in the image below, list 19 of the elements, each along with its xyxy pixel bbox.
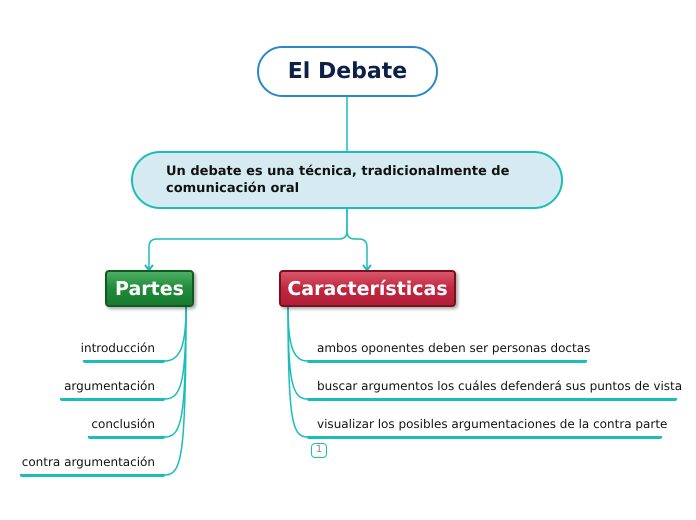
callout-number: 1 (311, 443, 327, 458)
central-topic (257, 46, 438, 97)
connector-line (287, 307, 308, 438)
topic-text: ambos oponentes deben ser personas doctas (317, 341, 590, 355)
topic-text: argumentación (64, 379, 155, 393)
topic-text: El Debate (288, 59, 408, 84)
topic-text: Características (287, 278, 448, 300)
topic-text: conclusión (91, 417, 155, 431)
topic-text: buscar argumentos los cuáles defenderá sus puntos de vista (317, 379, 682, 393)
arrow (346, 209, 372, 271)
connector-line (164, 307, 187, 476)
topic-text: Un debate es una técnica, tradicionalmente de comunicación oral (166, 163, 510, 197)
topic-text: visualizar los posibles argumentaciones de la contra parte (317, 417, 668, 431)
connector-line (346, 97, 348, 151)
branch-topic (279, 270, 456, 307)
topic-text: Partes (115, 278, 184, 300)
topic-text: introducción (80, 341, 155, 355)
topic-text: contra argumentación (22, 455, 155, 469)
branch-topic (105, 270, 194, 307)
